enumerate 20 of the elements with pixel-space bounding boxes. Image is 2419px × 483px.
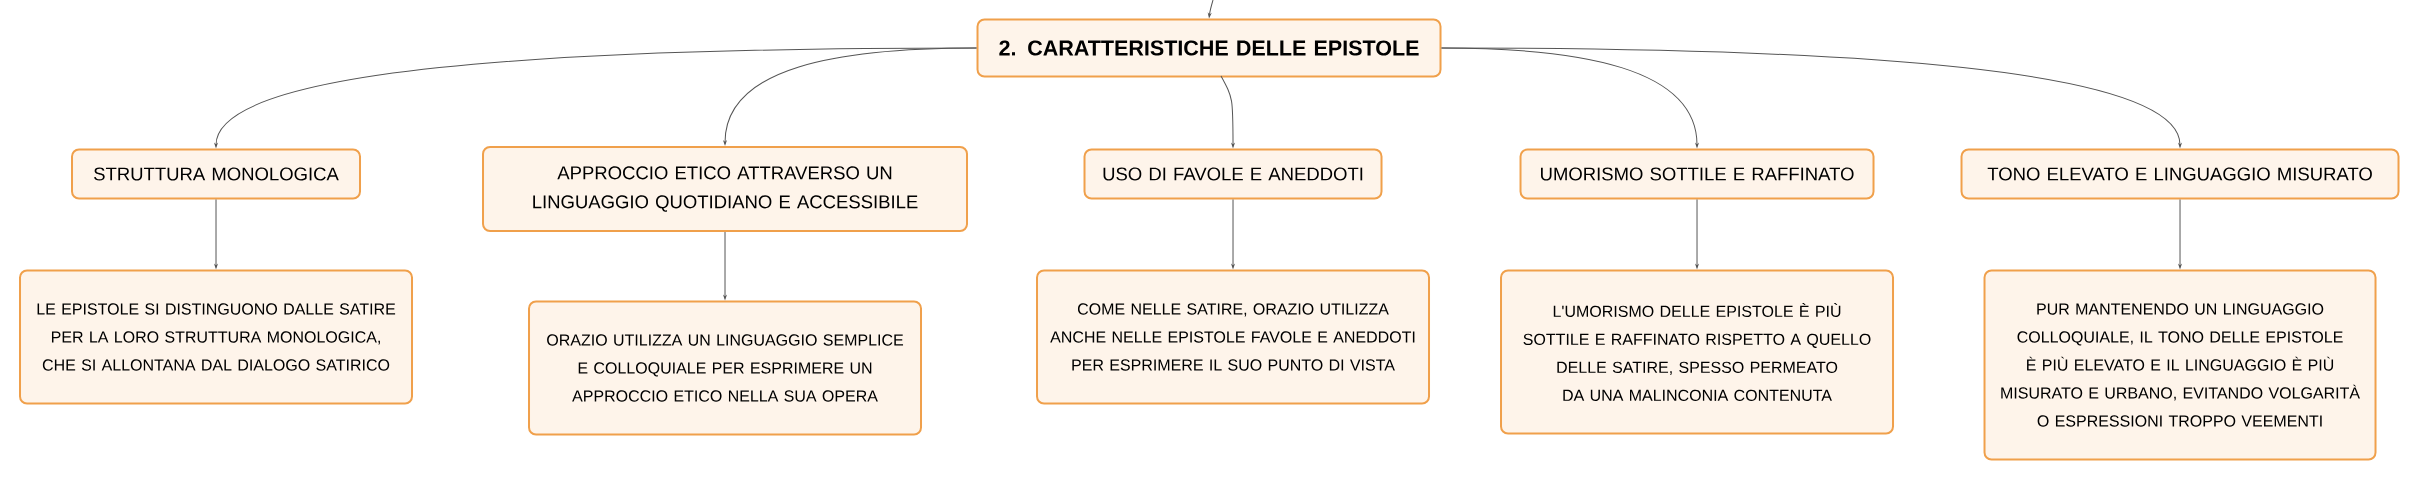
topic-box: APPROCCIO ETICO ATTRAVERSO UN LINGUAGGIO QUOTIDIANO E ACCESSIBILE [482,146,968,232]
topic-box: UMORISMO SOTTILE E RAFFINATO [1519,148,1875,200]
connector [1695,199,1699,269]
connector [1441,47,2182,148]
topic-box: STRUTTURA MONOLOGICA [71,148,361,200]
connector [1208,0,1214,18]
connector [1220,75,1235,148]
topic-box: USO DI FAVOLE E ANEDDOTI [1083,148,1383,200]
description-box: ORAZIO UTILIZZA UN LINGUAGGIO SEMPLICE E COLLOQUIALE PER ESPRIMERE UN APPROCCIO ETICO NELLA SUA OPERA [528,300,922,436]
title-box: 2. CARATTERISTICHE DELLE EPISTOLE [976,18,1442,78]
connector [1231,199,1235,269]
connector [214,199,218,269]
connector [723,47,977,145]
description-box: LE EPISTOLE SI DISTINGUONO DALLE SATIRE PER LA LORO STRUTTURA MONOLOGICA, CHE SI ALLONTANA DAL DIALOGO SATIRICO [19,269,413,405]
connector [2178,199,2182,269]
description-box: COME NELLE SATIRE, ORAZIO UTILIZZA ANCHE NELLE EPISTOLE FAVOLE E ANEDDOTI PER ESPRIMERE IL SUO PUNTO DI VISTA [1036,269,1430,405]
description-box: PUR MANTENENDO UN LINGUAGGIO COLLOQUIALE, IL TONO DELLE EPISTOLE È PIÙ ELEVATO E IL LINGUAGGIO È PIÙ MISURATO E URBANO, EVITANDO VOLGARITÀ O ESPRESSIONI TROPPO VEEMENTI [1983,269,2377,461]
description-box: L'UMORISMO DELLE EPISTOLE È PIÙ SOTTILE E RAFFINATO RISPETTO A QUELLO DELLE SATIRE, SPESSO PERMEATO DA UNA MALINCONIA CONTENUTA [1500,269,1894,435]
connector [723,231,727,300]
topic-box: TONO ELEVATO E LINGUAGGIO MISURATO [1960,148,2400,200]
